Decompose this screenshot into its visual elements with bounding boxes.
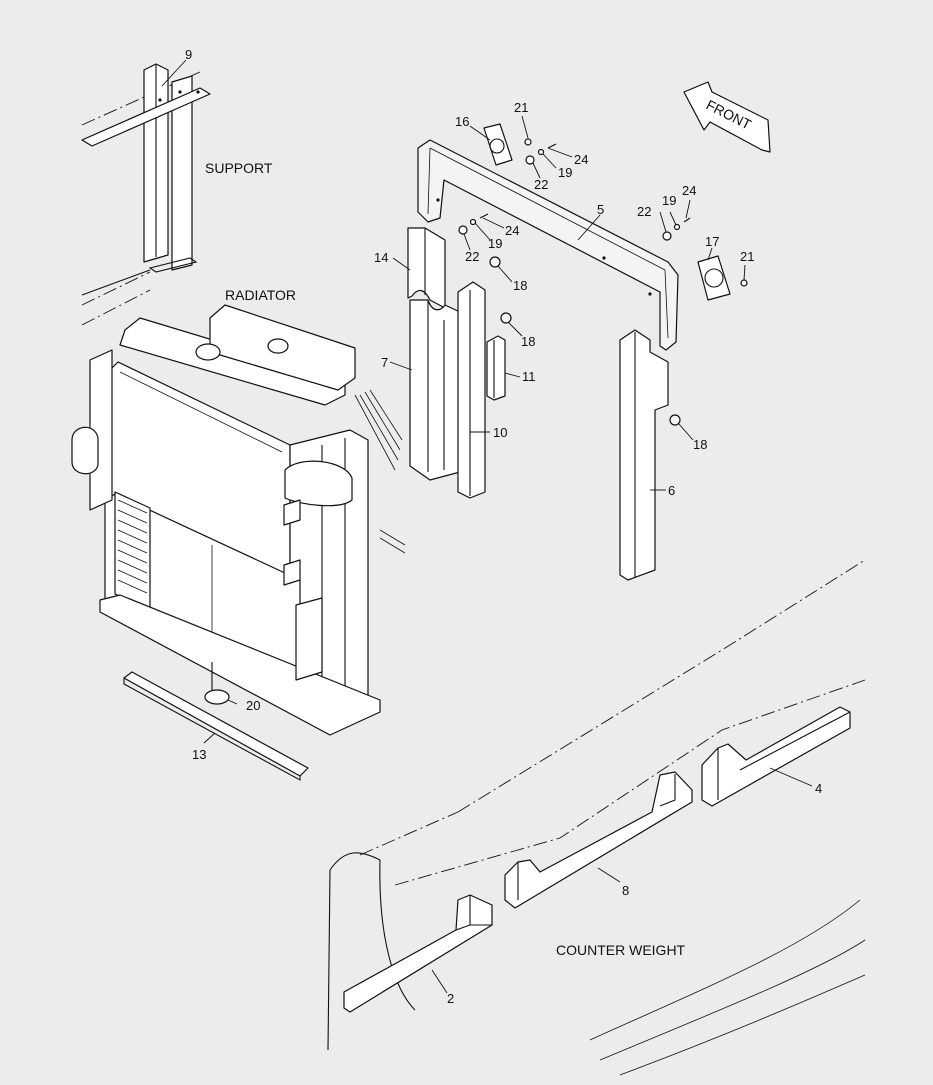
part-number-22-a: 22	[534, 177, 548, 192]
part-number-11: 11	[522, 369, 536, 384]
caption-counter-weight: COUNTER WEIGHT	[556, 942, 686, 958]
seal-bar-13	[123, 671, 309, 781]
support-frame	[81, 63, 211, 326]
part-number-21-b: 21	[740, 249, 754, 264]
part-number-22-b: 22	[637, 204, 651, 219]
fasteners	[458, 138, 748, 426]
part-number-6: 6	[668, 483, 675, 498]
part-number-10: 10	[493, 425, 507, 440]
frame-part-5	[417, 139, 679, 351]
part-number-18-c: 18	[693, 437, 707, 452]
part-number-24-a: 24	[574, 152, 588, 167]
caption-support: SUPPORT	[205, 160, 273, 176]
part-number-4: 4	[815, 781, 822, 796]
radiator-assembly	[71, 304, 406, 736]
counter-weight	[327, 559, 866, 1076]
plates	[483, 123, 731, 301]
caption-radiator: RADIATOR	[225, 287, 296, 303]
part-number-14: 14	[374, 250, 388, 265]
part-number-8: 8	[622, 883, 629, 898]
part-number-16: 16	[455, 114, 469, 129]
part-number-18-a: 18	[513, 278, 527, 293]
part-number-5: 5	[597, 202, 604, 217]
part-number-19-a: 19	[558, 165, 572, 180]
part-number-18-b: 18	[521, 334, 535, 349]
part-number-19-c: 19	[488, 236, 502, 251]
seal-parts-left	[407, 227, 506, 499]
part-number-21-a: 21	[514, 100, 528, 115]
part-number-7: 7	[381, 355, 388, 370]
part-number-20: 20	[246, 698, 260, 713]
front-arrow	[683, 81, 771, 153]
part-number-19-b: 19	[662, 193, 676, 208]
part-number-22-c: 22	[465, 249, 479, 264]
part-number-2: 2	[447, 991, 454, 1006]
seal-parts-bottom	[343, 706, 851, 1013]
part-number-13: 13	[192, 747, 206, 762]
part-number-9: 9	[185, 47, 192, 62]
leader-lines	[161, 59, 813, 994]
part-number-24-c: 24	[505, 223, 519, 238]
part-number-24-b: 24	[682, 183, 696, 198]
part-number-17: 17	[705, 234, 719, 249]
seal-part-6	[619, 329, 669, 581]
